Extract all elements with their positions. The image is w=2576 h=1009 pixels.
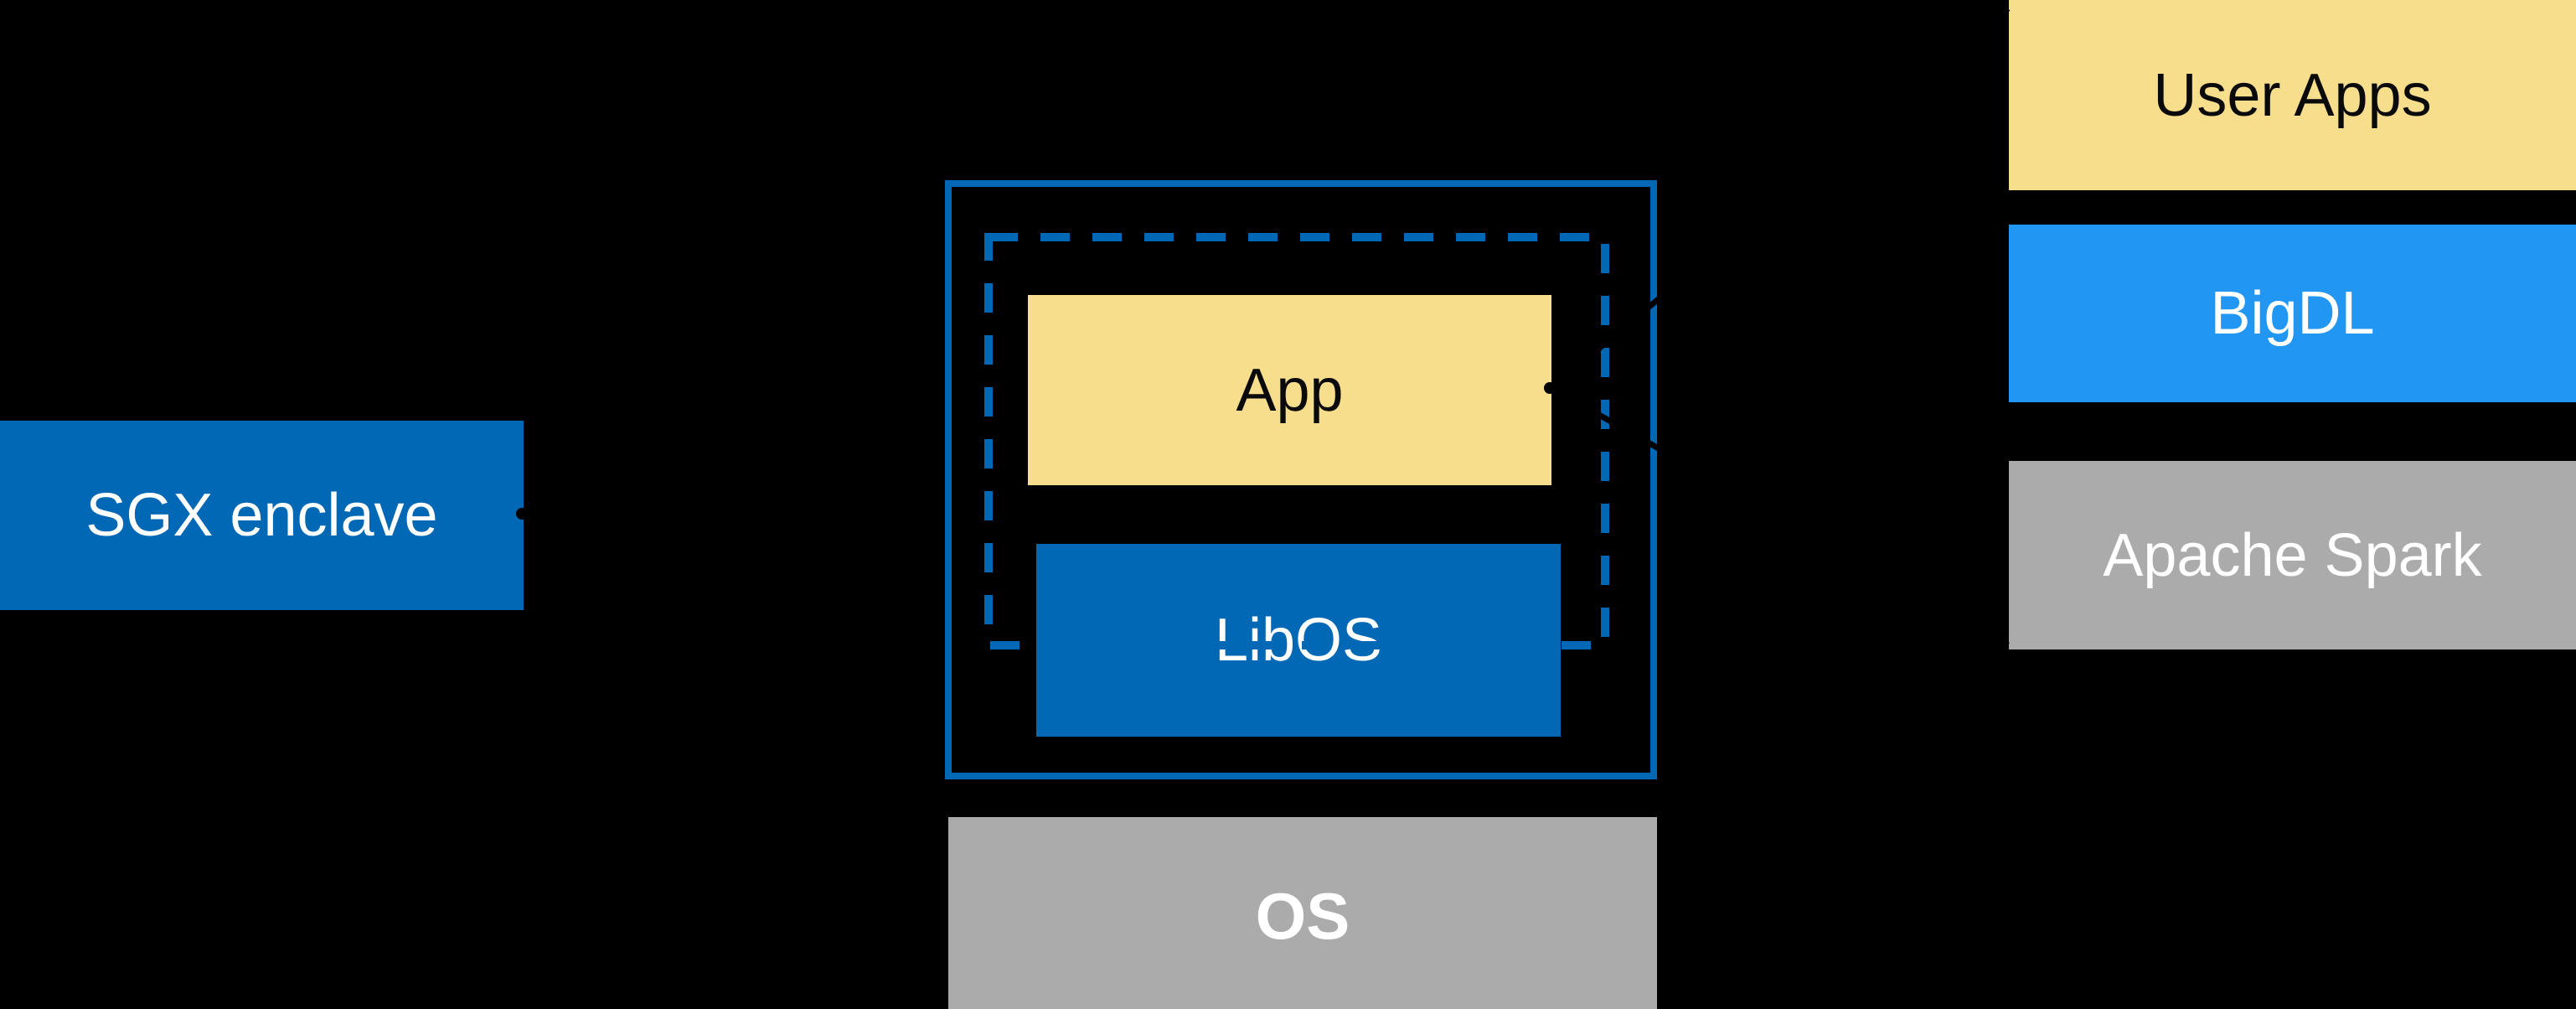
bigdl-label: BigDL [2210, 280, 2375, 347]
stack-user-apps-box: User Apps [2009, 0, 2576, 190]
apache-spark-label: Apache Spark [2103, 521, 2482, 589]
libos-box: LibOS [1036, 544, 1561, 737]
os-box: OS [948, 817, 1657, 1009]
app-box: App [1028, 295, 1551, 485]
stack-apache-spark-box: Apache Spark [2009, 461, 2576, 649]
user-apps-label: User Apps [2153, 61, 2432, 129]
app-label: App [1236, 356, 1344, 424]
sgx-enclave-label: SGX enclave [85, 482, 438, 549]
os-label: OS [1255, 878, 1350, 953]
stack-bigdl-box: BigDL [2009, 225, 2576, 402]
sgx-enclave-box: SGX enclave [0, 421, 524, 610]
libos-label: LibOS [1214, 607, 1383, 674]
